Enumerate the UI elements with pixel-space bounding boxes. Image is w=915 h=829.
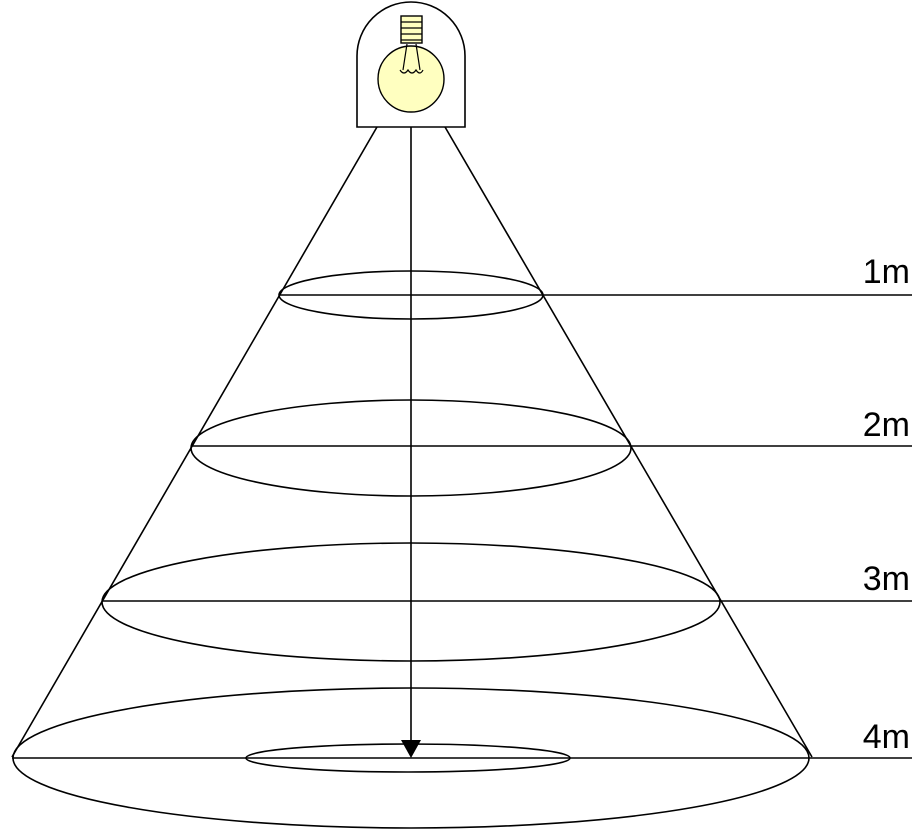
level-2m: 2m bbox=[190, 399, 912, 497]
distance-label-2m: 2m bbox=[863, 406, 910, 444]
cone-left-edge bbox=[11, 126, 378, 758]
distance-label-1m: 1m bbox=[863, 253, 910, 291]
level-1m: 1m bbox=[278, 253, 912, 320]
light-bulb-icon bbox=[377, 15, 445, 113]
level-4m: 4m bbox=[12, 687, 912, 829]
distance-label-3m: 3m bbox=[863, 560, 910, 598]
level-3m: 3m bbox=[101, 542, 912, 662]
arrow-head bbox=[401, 740, 421, 758]
distance-label-4m: 4m bbox=[863, 718, 910, 756]
